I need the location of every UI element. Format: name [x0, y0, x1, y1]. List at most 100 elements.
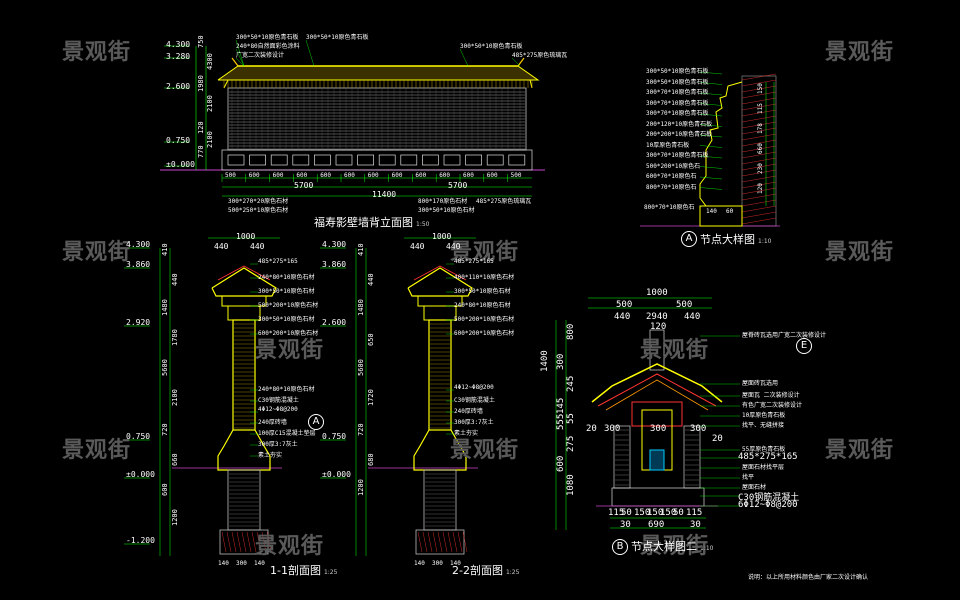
detail-b-top-dim: 440 — [614, 312, 631, 322]
section-1-vertical-dim: 410 — [161, 243, 169, 256]
section-1-bottom-dim: 140 — [218, 560, 229, 567]
section-2-note: C30钢筋混凝土 — [454, 397, 495, 404]
elevation-note: 300*50*10原色青石板 — [460, 43, 523, 50]
plinth-panel — [357, 154, 374, 166]
detail-a-dim: 150 — [757, 83, 764, 94]
hatch — [741, 103, 777, 111]
detail-b-top-dim: 120 — [650, 322, 667, 332]
hatch — [231, 531, 237, 553]
plinth-panel — [335, 154, 353, 166]
ridge-end — [231, 57, 239, 67]
detail-b-circle: B — [612, 539, 628, 555]
detail-a-dim: 230 — [757, 163, 764, 174]
detail-b-side-right — [683, 425, 701, 489]
detail-b-top-dim: 500 — [616, 300, 633, 310]
hatch — [741, 181, 777, 189]
elevation-vertical-dim: 120 — [197, 121, 205, 134]
detail-b-bottom-dim: 150 — [660, 508, 677, 518]
section-1-note: 485*275*165 — [258, 258, 298, 265]
elevation-note: 300*50*10原色青石板 — [306, 34, 369, 41]
detail-b-note: 有色广宽二次装修设计 — [742, 402, 803, 409]
section-1-level: -1.200 — [126, 536, 155, 545]
detail-b-footnote: 说明：以上所用材料颜色由厂家二次设计确认 — [748, 574, 869, 581]
hatch — [226, 531, 232, 553]
section-1-top-dim: 1000 — [236, 232, 256, 241]
detail-a-circle: A — [681, 231, 697, 247]
elevation-level: 4.300 — [166, 40, 191, 49]
detail-a-note: 200*120*10原色青石板 — [646, 120, 713, 128]
detail-b-ridge-post — [649, 329, 665, 371]
detail-b-note: 屋脊砖瓦选用广宽二次装修设计 — [742, 332, 827, 339]
elevation-vertical-dim: 2100 — [206, 131, 214, 148]
detail-b-inner-dim: 20 — [586, 424, 597, 434]
hatch — [741, 97, 777, 105]
section-1-note: 4Φ12~Φ8@200 — [258, 406, 298, 413]
section-1-vertical-dim: 1480 — [161, 299, 169, 316]
elevation-note: 800*170原色石材 — [418, 198, 468, 205]
detail-b-vertical-dim: 55 — [566, 413, 576, 424]
detail-b-note: 55厚原色青石板 — [742, 446, 786, 453]
plinth-panel — [378, 154, 396, 166]
section-2-top-dim: 1000 — [432, 232, 452, 241]
detail-b-bottom-dim: 30 — [620, 520, 631, 530]
leader — [699, 155, 723, 159]
section-1-cap — [211, 267, 277, 297]
elevation-subtotal: 5700 — [294, 181, 314, 190]
leader — [235, 48, 245, 67]
elevation-note: 485*275原色琉璃瓦 — [512, 52, 568, 59]
leader — [699, 134, 723, 138]
elevation-bay-dim: 500 — [510, 172, 522, 179]
detail-a-note: 300*50*10原色青石板 — [646, 68, 709, 75]
section-1-vertical-dim: 440 — [171, 273, 179, 286]
leader — [511, 57, 521, 67]
detail-a-note: 300*70*10原色青石板 — [646, 110, 709, 117]
leader — [459, 48, 469, 67]
detail-a-dim: 178 — [757, 123, 764, 134]
detail-b-vertical-dim: 275 — [566, 435, 576, 452]
detail-a-dim: 60 — [726, 208, 734, 215]
eave-outline — [223, 79, 533, 89]
section-2-cap-hatch — [413, 265, 467, 281]
detail-b-vertical-dim: 145 — [556, 397, 566, 414]
detail-a-note: 800*70*10原色石 — [646, 183, 697, 191]
section-2-bottom-dim: 300 — [432, 560, 443, 567]
elevation-bay-dim: 600 — [367, 172, 379, 179]
elevation-bay-dim: 600 — [486, 172, 498, 179]
detail-b-top-dim: 440 — [684, 312, 701, 322]
leader — [699, 82, 723, 85]
section-1-cap-hatch — [217, 265, 271, 281]
detail-b-note: 屋面瓦 二次装修设计 — [742, 392, 800, 399]
section-2-level: 0.750 — [322, 432, 347, 441]
section-2-drawing — [320, 237, 478, 556]
section-2-note: 素土夯实 — [454, 430, 479, 437]
section-2-vertical-dim: 1200 — [357, 479, 365, 496]
elevation-vertical-dim: 4300 — [206, 53, 214, 70]
leader — [235, 57, 245, 67]
detail-b-base — [611, 487, 705, 507]
detail-a-drawing — [640, 71, 780, 227]
plinth-panel — [314, 154, 331, 166]
plinth-base — [221, 149, 533, 171]
plinth-panel — [508, 154, 526, 166]
hatch — [741, 145, 777, 153]
ridge-end — [517, 57, 525, 67]
watermark: 景观街 — [825, 438, 895, 463]
detail-b-roof-hatch — [597, 373, 717, 407]
elevation-bay-dim: 600 — [248, 172, 260, 179]
section-1-level: 4.300 — [126, 240, 151, 249]
watermark: 景观街 — [450, 438, 520, 463]
section-1-note: 素土夯实 — [258, 452, 283, 459]
section-1-bottom-dim: 300 — [236, 560, 247, 567]
elevation-bay-dim: 600 — [439, 172, 451, 179]
section-2-level: 4.300 — [322, 240, 347, 249]
hatch — [741, 205, 777, 213]
elevation-vertical-dim: 750 — [197, 35, 205, 48]
section-1-note: 600*200*10原色石材 — [258, 330, 319, 337]
section-2-note: 600*200*10原色石材 — [454, 330, 515, 337]
leader — [699, 92, 723, 96]
detail-b-note: 屋面石材找平层 — [742, 464, 785, 471]
section-1-vertical-dim: 720 — [161, 423, 169, 436]
detail-a-dim: 140 — [706, 208, 717, 215]
hatch — [741, 139, 777, 147]
